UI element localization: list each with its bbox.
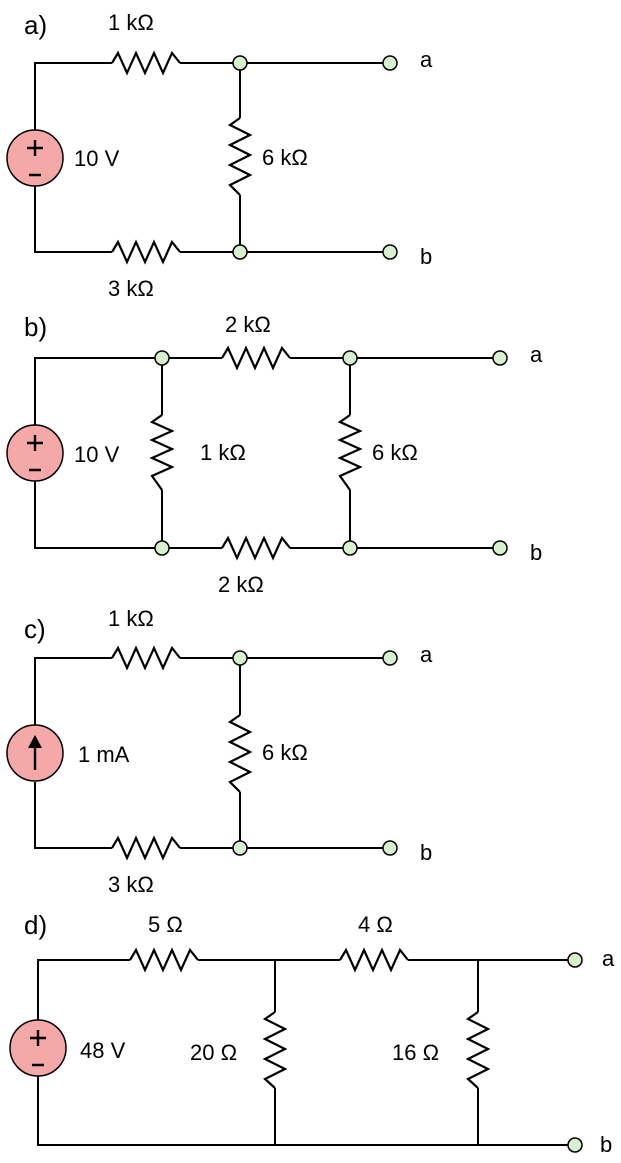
terminal-node-a [382,650,398,666]
terminal-node-b [567,1137,583,1153]
resistor-label: 4 Ω [358,912,393,937]
resistor-label: 6 kΩ [262,145,308,170]
panel-c: c) 1 kΩ 6 kΩ 3 kΩ 1 mA a b [6,606,433,897]
source-label: 1 mA [78,742,130,767]
resistor-16ohm [465,1011,491,1089]
resistor-4ohm [339,947,409,973]
panel-label: a) [24,10,47,40]
junction-node [232,244,248,260]
terminal-label-a: a [602,946,615,971]
panel-label: b) [24,312,47,342]
resistor-label: 1 kΩ [108,10,154,35]
resistor-label: 2 kΩ [218,572,264,597]
voltage-source [6,129,64,187]
junction-node [232,840,248,856]
terminal-node-a [492,350,508,366]
resistor-label: 3 kΩ [108,276,154,301]
resistor-label: 1 kΩ [200,440,246,465]
resistor-label: 6 kΩ [262,740,308,765]
junction-node [154,540,170,556]
terminal-label-b: b [420,244,432,269]
panel-b: b) 2 kΩ 1 kΩ 6 kΩ 2 kΩ 10 V a b [6,312,543,597]
resistor-1k [111,50,181,76]
resistor-1k [149,414,175,491]
panel-label: d) [24,910,47,940]
resistor-label: 6 kΩ [372,440,418,465]
terminal-node-b [382,244,398,260]
resistor-1k [111,645,181,671]
source-label: 48 V [80,1038,126,1063]
resistor-2k-bottom [221,535,291,561]
voltage-source [6,424,64,482]
terminal-label-a: a [420,47,433,72]
voltage-source [9,1019,67,1077]
resistor-6k [227,117,253,196]
junction-node [154,350,170,366]
wire [34,62,390,253]
resistor-20ohm [262,1011,288,1089]
junction-node [232,650,248,666]
panel-label: c) [24,614,46,644]
wire [34,657,390,849]
panel-a: a) 1 kΩ 6 kΩ 3 kΩ 10 V a b [6,10,433,301]
resistor-6k [227,714,253,793]
terminal-node-a [382,55,398,71]
source-label: 10 V [74,442,120,467]
terminal-label-a: a [420,642,433,667]
terminal-label-b: b [600,1132,612,1157]
junction-node [232,55,248,71]
junction-node [342,350,358,366]
panel-d: d) 5 Ω 4 Ω 20 Ω 16 Ω 48 V a b [9,910,615,1157]
source-label: 10 V [74,146,120,171]
wire [37,959,575,1146]
wire [34,357,500,549]
terminal-label-b: b [420,840,432,865]
terminal-node-b [382,840,398,856]
resistor-label: 16 Ω [392,1040,439,1065]
terminal-node-a [567,952,583,968]
resistor-label: 20 Ω [190,1040,237,1065]
junction-node [342,540,358,556]
resistor-2k-top [221,345,291,371]
terminal-label-a: a [530,342,543,367]
resistor-label: 5 Ω [148,912,183,937]
resistor-3k [111,239,181,265]
resistor-label: 2 kΩ [225,312,271,337]
current-source [6,724,64,782]
resistor-label: 1 kΩ [108,606,154,631]
terminal-node-b [492,540,508,556]
resistor-5ohm [129,947,199,973]
resistor-label: 3 kΩ [108,872,154,897]
resistor-6k [337,414,363,491]
resistor-3k [111,835,181,861]
terminal-label-b: b [530,540,542,565]
